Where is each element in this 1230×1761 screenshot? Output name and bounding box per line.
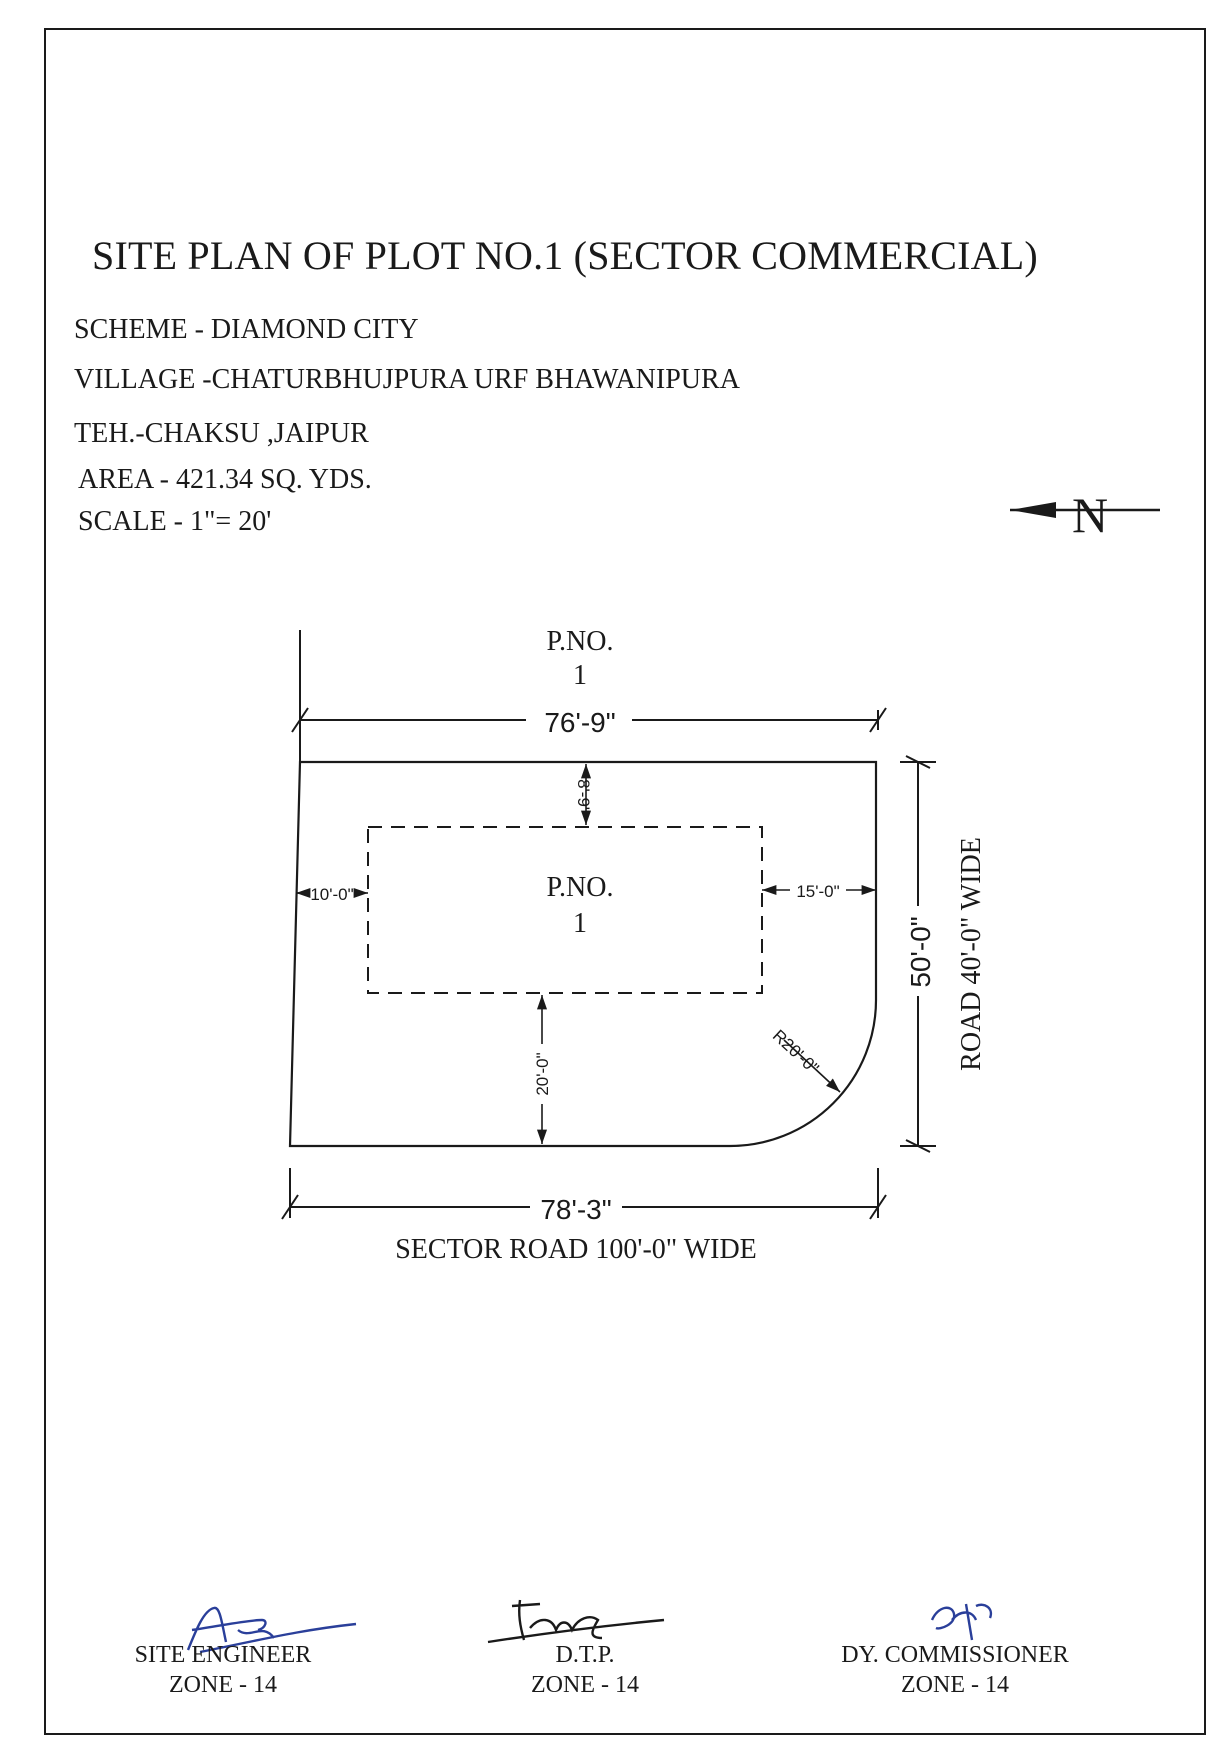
top-width-dimension (291, 707, 887, 733)
corner-radius-value: R20'-0" (769, 1026, 823, 1078)
dtp-block: D.T.P. ZONE - 14 (500, 1640, 670, 1700)
dtp-signature (487, 1599, 665, 1644)
dy-commissioner-zone: ZONE - 14 (901, 1672, 1009, 1698)
depth-value: 50'-0" (905, 916, 936, 987)
building-envelope (367, 826, 763, 994)
bottom-width-value: 78'-3" (540, 1194, 611, 1225)
scheme-line: SCHEME - DIAMOND CITY (74, 314, 419, 345)
left-setback-value: 10'-0" (310, 885, 353, 904)
dy-commissioner-signature (930, 1603, 993, 1641)
site-engineer-block: SITE ENGINEER ZONE - 14 (108, 1640, 338, 1700)
rear-setback-value: 20'-0" (533, 1052, 552, 1095)
bottom-road-label: SECTOR ROAD 100'-0" WIDE (395, 1234, 757, 1265)
site-engineer-signature (186, 1606, 357, 1654)
area-line: AREA - 421.34 SQ. YDS. (78, 464, 372, 495)
village-line: VILLAGE -CHATURBHUJPURA URF BHAWANIPURA (74, 364, 740, 395)
radius-leader (783, 1039, 841, 1093)
adjacent-plot-label: P.NO. (547, 626, 614, 657)
drawing-frame (44, 28, 1206, 1735)
dy-commissioner-title: DY. COMMISSIONER (841, 1642, 1069, 1668)
dtp-title: D.T.P. (555, 1642, 615, 1668)
bottom-width-dimension (281, 1168, 887, 1220)
plot-boundary (288, 760, 878, 1148)
north-arrow-icon (1010, 502, 1160, 518)
top-width-value: 76'-9" (544, 707, 615, 738)
north-label: N (1072, 487, 1108, 543)
tehsil-line: TEH.-CHAKSU ,JAIPUR (74, 418, 369, 449)
site-engineer-zone: ZONE - 14 (169, 1672, 277, 1698)
front-setback-value: 8'-9" (574, 779, 593, 813)
site-engineer-title: SITE ENGINEER (134, 1642, 312, 1668)
depth-dimension (900, 755, 936, 1153)
side-road-label: ROAD 40'-0" WIDE (956, 837, 987, 1071)
dtp-zone: ZONE - 14 (531, 1672, 639, 1698)
page-title: SITE PLAN OF PLOT NO.1 (SECTOR COMMERCIA… (92, 233, 1038, 278)
right-setback-value: 15'-0" (796, 882, 839, 901)
plot-label: P.NO. (547, 872, 614, 903)
scale-line: SCALE - 1"= 20' (78, 506, 272, 537)
adjacent-plot-number: 1 (573, 660, 587, 691)
dy-commissioner-block: DY. COMMISSIONER ZONE - 14 (810, 1640, 1100, 1700)
plot-number: 1 (573, 908, 587, 939)
